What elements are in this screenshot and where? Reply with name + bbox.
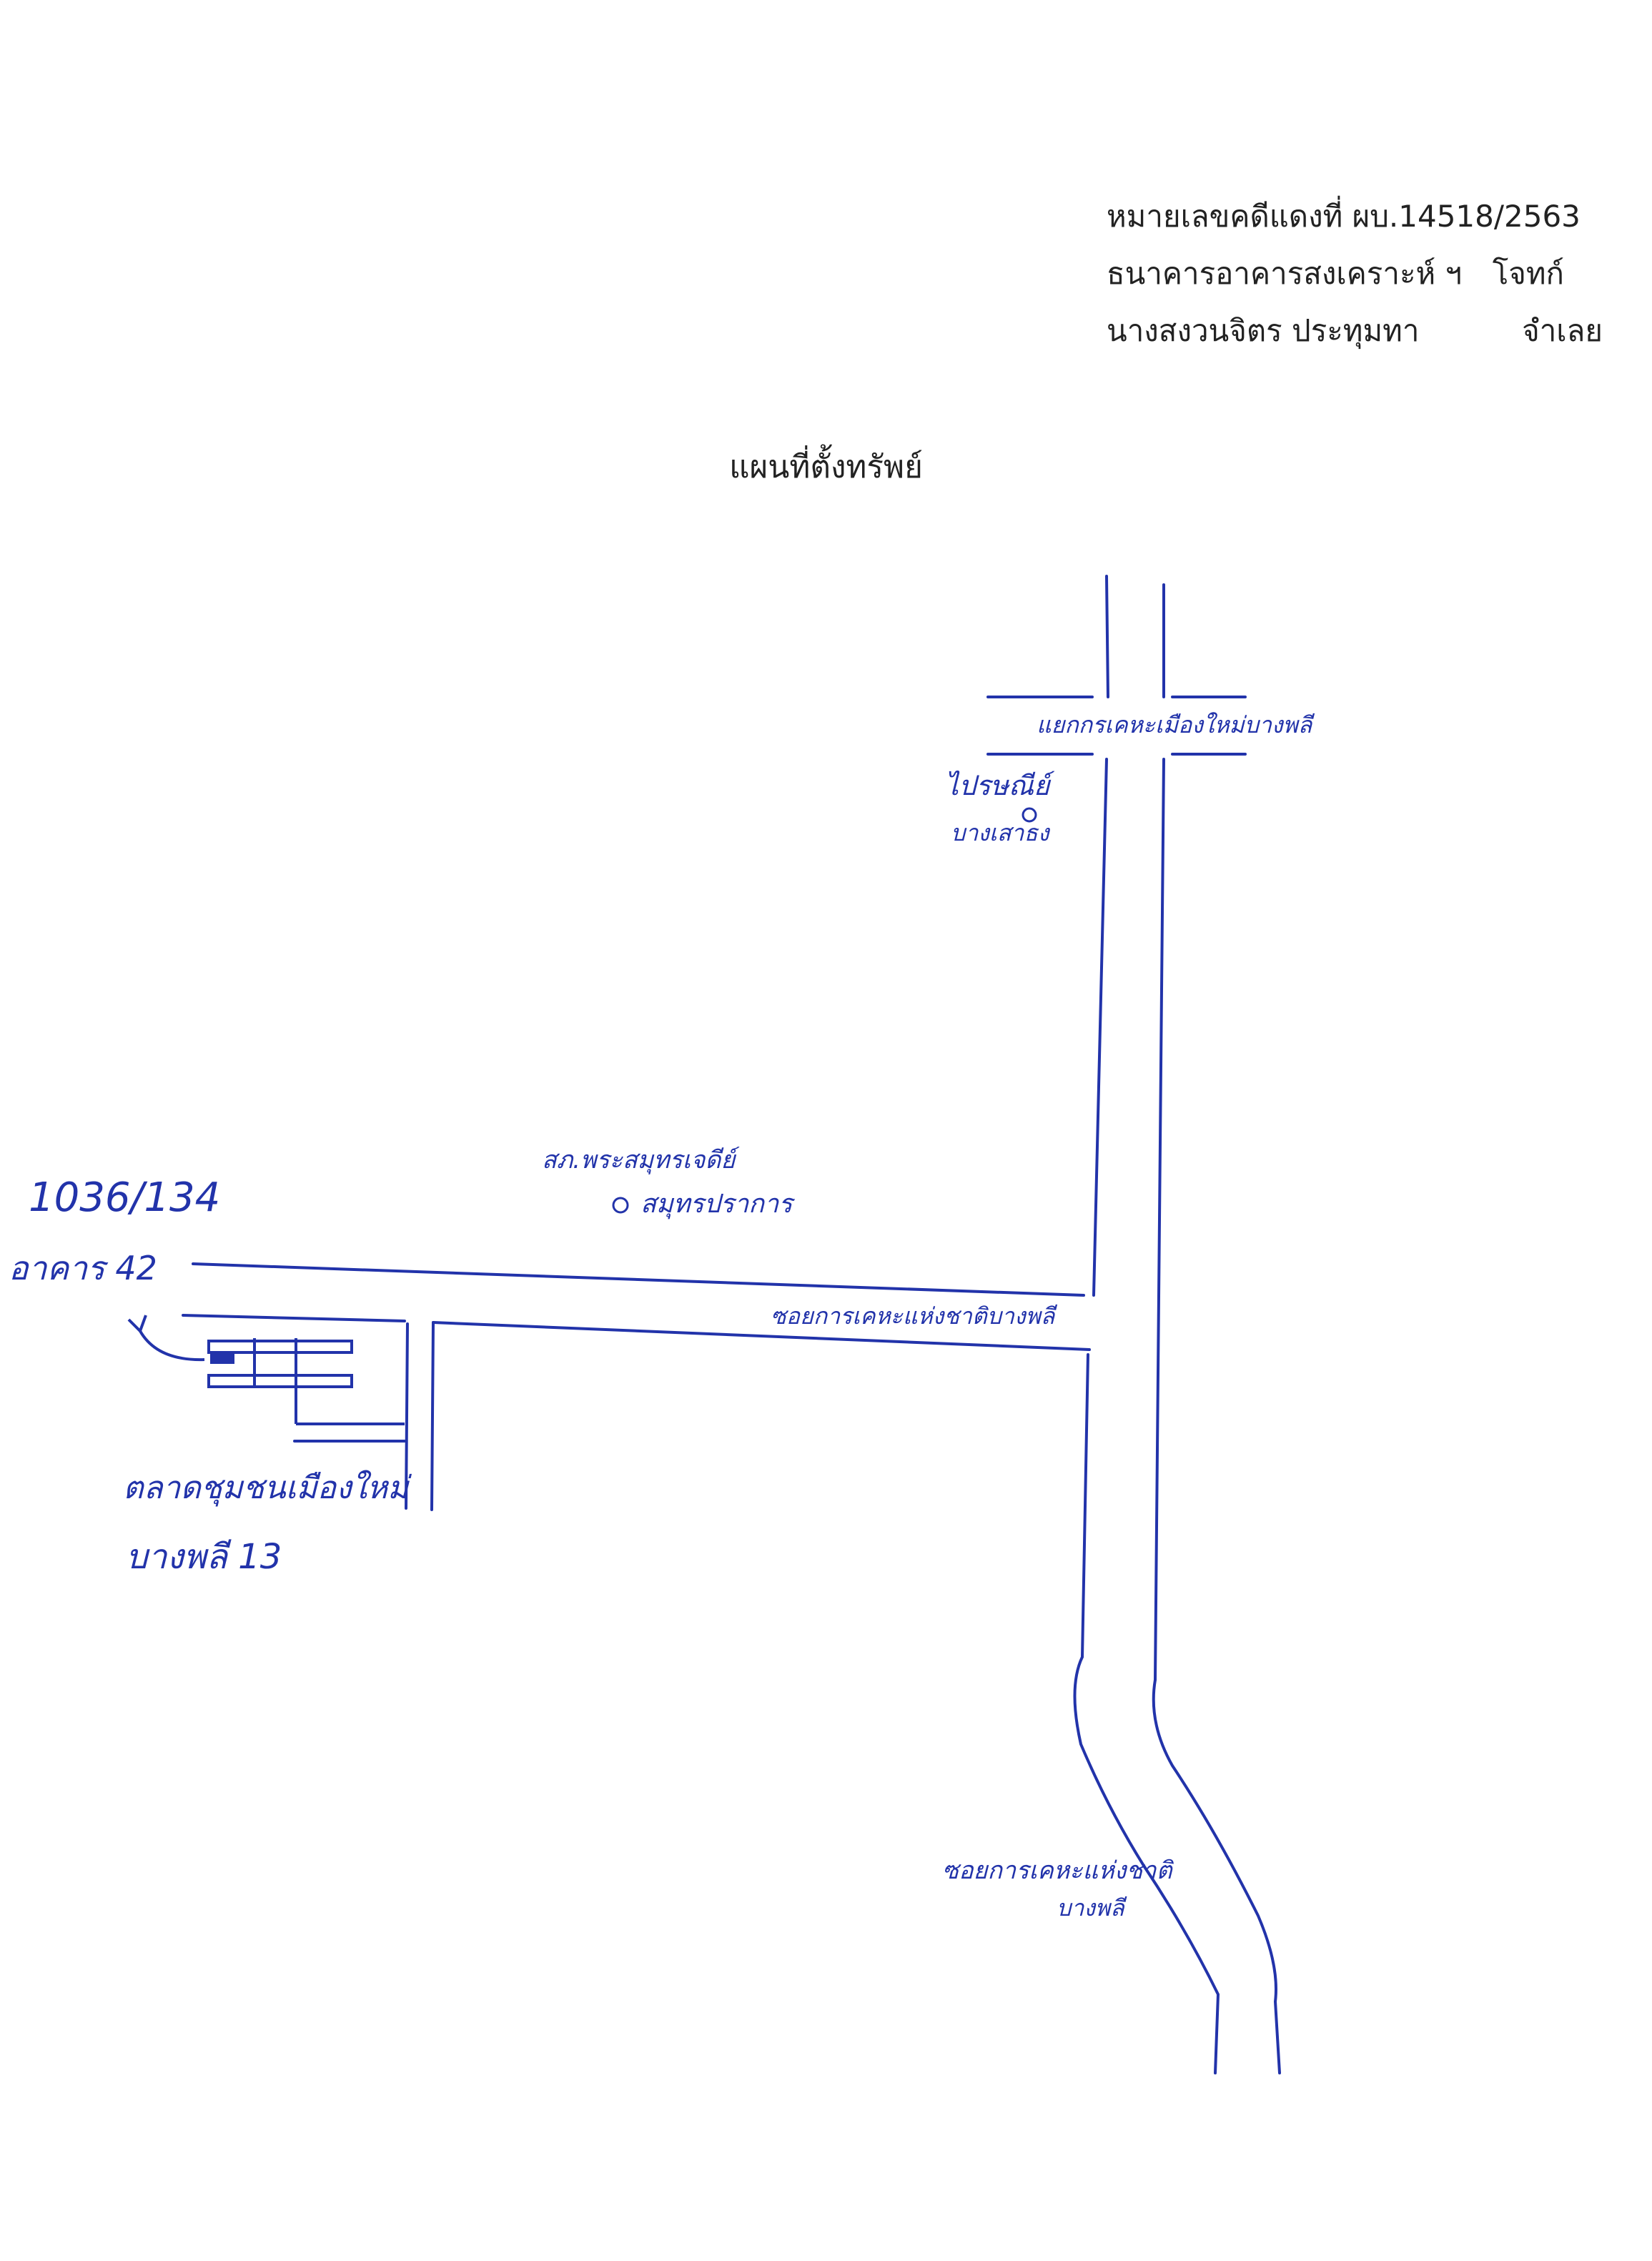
label-market-sub: บางพลี 13 bbox=[126, 1537, 282, 1577]
road-lines bbox=[182, 575, 1281, 2074]
label-building: อาคาร 42 bbox=[9, 1249, 157, 1287]
label-soi-lower: ซอยการเคหะแห่งชาติ bbox=[942, 1856, 1174, 1885]
building-row-2 bbox=[207, 1374, 353, 1388]
main-road-right-edge-mid bbox=[1154, 758, 1165, 1681]
plaintiff-name: ธนาคารอาคารสงเคราะห์ ฯ bbox=[1107, 256, 1463, 291]
defendant-role: จำเลย bbox=[1522, 313, 1603, 348]
label-market: ตลาดชุมชนเมืองใหม่ bbox=[123, 1470, 412, 1507]
target-unit-marker bbox=[210, 1354, 234, 1364]
post-office-marker bbox=[1022, 807, 1037, 823]
main-road-left-curve bbox=[1073, 1656, 1220, 2074]
case-header: หมายเลขคดีแดงที่ ผบ.14518/2563 ธนาคารอาค… bbox=[1107, 193, 1607, 365]
label-intersection-top: แยกกรเคหะเมืองใหม่บางพลี bbox=[1037, 711, 1315, 738]
soi-lower-edge bbox=[432, 1321, 1091, 1351]
map-title: แผนที่ตั้งทรัพย์ bbox=[729, 449, 923, 485]
soi-upper-edge bbox=[192, 1262, 1085, 1297]
label-soi-lower-sub: บางพลี bbox=[1057, 1894, 1127, 1921]
defendant-row: นางสงวนจิตร ประทุมทา จำเลย bbox=[1107, 307, 1607, 365]
main-road-left-edge-top bbox=[1105, 575, 1109, 698]
case-number-row: หมายเลขคดีแดงที่ ผบ.14518/2563 bbox=[1107, 193, 1607, 250]
pointer-arrow bbox=[127, 1315, 205, 1362]
label-post-office-sub: บางเสาธง bbox=[951, 819, 1051, 846]
defendant-name: นางสงวนจิตร ประทุมทา bbox=[1107, 313, 1420, 348]
side-lane-right bbox=[430, 1321, 435, 1511]
label-province: สมุทรปราการ bbox=[640, 1189, 796, 1219]
label-police-station: สภ.พระสมุทรเจดีย์ bbox=[542, 1146, 740, 1174]
building-row-1 bbox=[207, 1340, 353, 1354]
main-road-left-edge-low bbox=[1081, 1353, 1089, 1658]
plaintiff-role: โจทก์ bbox=[1492, 256, 1564, 291]
label-house-number: 1036/134 bbox=[29, 1174, 220, 1221]
block-top-edge bbox=[182, 1314, 406, 1322]
side-lane-left bbox=[405, 1322, 409, 1510]
plaintiff-row: ธนาคารอาคารสงเคราะห์ ฯ โจทก์ bbox=[1107, 250, 1607, 307]
case-number: หมายเลขคดีแดงที่ ผบ.14518/2563 bbox=[1107, 199, 1581, 234]
label-post-office: ไปรษณีย์ bbox=[945, 770, 1055, 801]
label-soi-upper: ซอยการเคหะแห่งชาติบางพลี bbox=[771, 1302, 1057, 1330]
main-road-left-edge-mid bbox=[1092, 758, 1108, 1297]
building-plan bbox=[207, 1338, 405, 1425]
police-marker bbox=[612, 1197, 629, 1214]
main-road-right-curve bbox=[1152, 1678, 1281, 2074]
